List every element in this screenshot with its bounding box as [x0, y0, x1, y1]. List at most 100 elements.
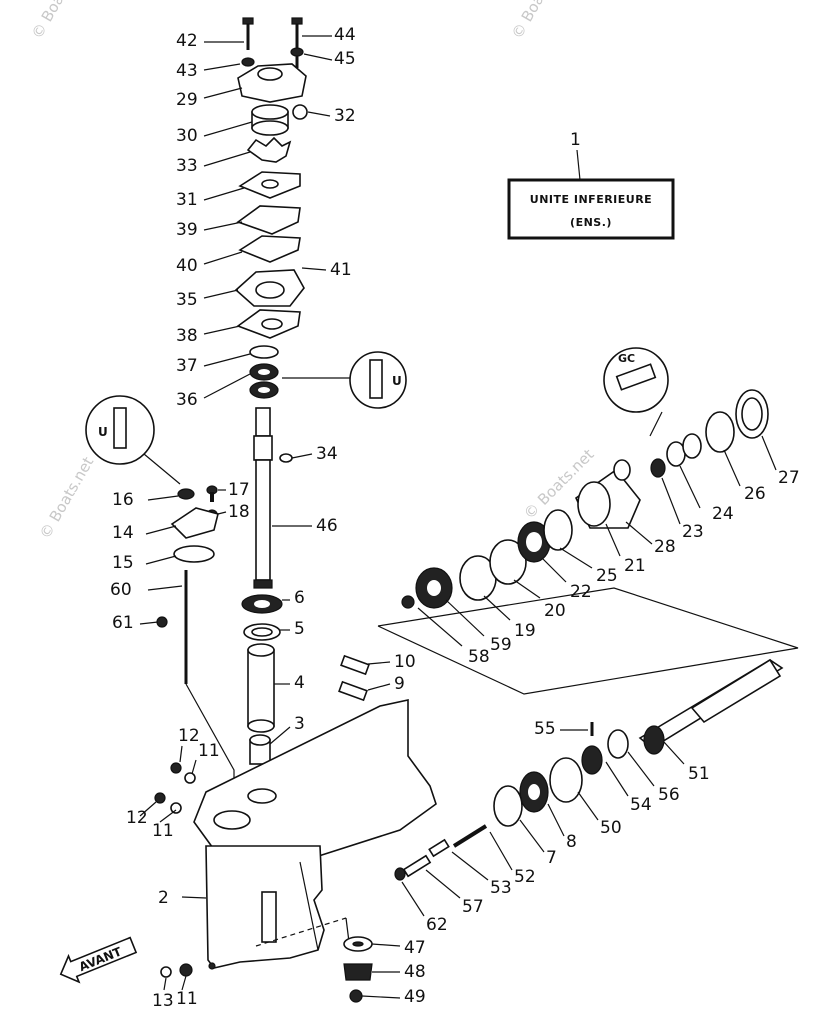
shift-assembly: U — [85, 395, 235, 790]
callout-17: 17 — [228, 480, 250, 500]
callout-leader — [203, 187, 245, 201]
callout-12: 12 — [178, 726, 200, 746]
callout-leader — [147, 495, 179, 501]
callout-54: 54 — [630, 795, 652, 815]
callout-leader — [203, 221, 243, 231]
callout-51: 51 — [688, 764, 710, 784]
callout-18: 18 — [228, 502, 250, 522]
callout-leader — [301, 267, 327, 271]
callout-leader — [605, 523, 621, 557]
callout-49: 49 — [404, 987, 426, 1007]
callout-leader — [663, 741, 685, 765]
callout-leader — [559, 547, 593, 569]
callout-28: 28 — [654, 537, 676, 557]
callout-46: 46 — [316, 516, 338, 536]
callout-11: 11 — [152, 821, 174, 841]
callout-leader — [625, 521, 653, 545]
callout-48: 48 — [404, 962, 426, 982]
callout-leader — [661, 477, 681, 525]
title-line-2: (ENS.) — [570, 216, 612, 229]
callout-53: 53 — [490, 878, 512, 898]
callout-37: 37 — [176, 356, 198, 376]
callout-15: 15 — [112, 553, 134, 573]
callout-29: 29 — [176, 90, 198, 110]
watermark: © Boats.net — [36, 454, 97, 542]
callout-leader — [303, 53, 333, 61]
callout-leader — [577, 791, 599, 821]
callout-leader — [203, 63, 241, 71]
callout-35: 35 — [176, 290, 198, 310]
callout-2: 2 — [158, 888, 169, 908]
callout-58: 58 — [468, 647, 490, 667]
callout-leader — [361, 995, 401, 999]
callout-57: 57 — [462, 897, 484, 917]
callout-leader — [723, 449, 741, 487]
callout-8: 8 — [566, 832, 577, 852]
callout-10: 10 — [394, 652, 416, 672]
callout-leader — [191, 759, 197, 775]
callout-leader — [163, 977, 167, 991]
front-arrow: AVANT — [59, 936, 138, 984]
callout-55: 55 — [534, 719, 556, 739]
callout-14: 14 — [112, 523, 134, 543]
callout-leader — [203, 289, 239, 299]
callout-11: 11 — [176, 989, 198, 1009]
title-box: UNITE INFERIEURE (ENS.) 1 — [507, 130, 675, 240]
water-pump-stack: U — [234, 17, 407, 409]
callout-4: 4 — [294, 673, 305, 693]
shaft-bearings — [241, 594, 283, 765]
callout-leader — [425, 869, 461, 899]
callout-3: 3 — [294, 714, 305, 734]
callout-leader — [203, 353, 251, 367]
callout-59: 59 — [490, 635, 512, 655]
detail-gc: GC — [618, 352, 635, 365]
callout-leader — [203, 87, 243, 99]
callout-leader — [483, 595, 511, 621]
callout-leader — [489, 831, 513, 871]
callout-40: 40 — [176, 256, 198, 276]
watermark: © Boats.net — [508, 0, 569, 42]
callout-leader — [417, 607, 463, 647]
callout-leader — [291, 453, 313, 459]
callout-leader — [145, 555, 177, 565]
callout-41: 41 — [330, 260, 352, 280]
callout-leader — [203, 151, 251, 167]
callout-leader — [139, 621, 159, 625]
callout-23: 23 — [682, 522, 704, 542]
svg-text:U: U — [392, 374, 402, 388]
callout-45: 45 — [334, 49, 356, 69]
callout-leader — [203, 325, 241, 335]
lower-casing — [193, 699, 437, 970]
callout-leader — [371, 943, 401, 947]
callout-leader — [627, 751, 655, 787]
callout-1: 1 — [570, 130, 581, 150]
callout-leader — [203, 251, 243, 265]
callout-33: 33 — [176, 156, 198, 176]
callout-56: 56 — [658, 785, 680, 805]
callout-leader — [181, 896, 207, 899]
callout-21: 21 — [624, 556, 646, 576]
callout-leader — [679, 465, 701, 509]
callout-25: 25 — [596, 566, 618, 586]
callout-12: 12 — [126, 808, 148, 828]
callout-6: 6 — [294, 588, 305, 608]
propeller-shaft-group — [394, 658, 784, 881]
callout-leader — [139, 801, 157, 817]
callout-39: 39 — [176, 220, 198, 240]
callout-leader — [307, 111, 331, 117]
callout-13: 13 — [152, 991, 174, 1011]
callout-36: 36 — [176, 390, 198, 410]
callout-leader — [761, 435, 777, 471]
callout-34: 34 — [316, 444, 338, 464]
callout-26: 26 — [744, 484, 766, 504]
callout-50: 50 — [600, 818, 622, 838]
callout-leader — [547, 803, 565, 837]
callout-9: 9 — [394, 674, 405, 694]
callout-19: 19 — [514, 621, 536, 641]
callout-leader — [541, 557, 567, 583]
callout-leader — [147, 585, 183, 591]
callout-leader — [269, 726, 291, 745]
callout-leader — [519, 819, 545, 853]
callout-47: 47 — [404, 938, 426, 958]
